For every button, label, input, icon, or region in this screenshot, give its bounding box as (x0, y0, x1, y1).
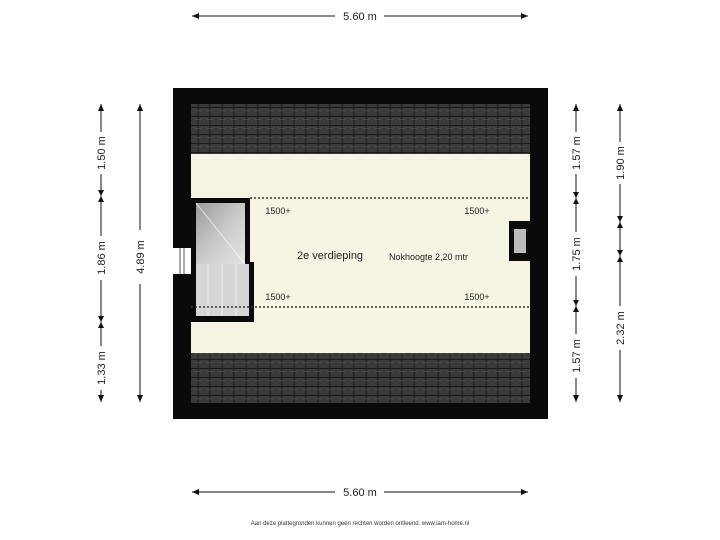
dimension-left-total-label: 4.89 m (135, 240, 147, 274)
roof-slope-top (191, 104, 530, 154)
height-marker: 1500+ (464, 292, 489, 302)
dimension-right-inner-seg-2: 1.75 m (571, 237, 583, 271)
stairwell (191, 198, 254, 322)
dimension-left-seg-1: 1.50 m (96, 136, 108, 170)
ridge-height: Nokhoogte 2,20 mtr (389, 252, 468, 262)
dimension-right-outer-seg-1: 1.90 m (615, 146, 627, 180)
dimension-top: 5.60 m (192, 11, 528, 23)
dimension-right-inner: 1.57 m 1.75 m 1.57 m (569, 104, 583, 402)
dimension-left-seg-3: 1.33 m (96, 351, 108, 385)
dimension-left-segments: 1.50 m 1.86 m 1.33 m (94, 104, 108, 402)
chimney (509, 221, 530, 261)
room-name: 2e verdieping (297, 250, 363, 262)
height-marker: 1500+ (464, 206, 489, 216)
dimension-left-seg-2: 1.86 m (96, 241, 108, 275)
dimension-bottom-label: 5.60 m (343, 487, 377, 499)
dimension-right-outer-seg-2: 2.32 m (615, 311, 627, 345)
height-marker: 1500+ (265, 292, 290, 302)
dimension-right-outer: 1.90 m 2.32 m (613, 104, 627, 402)
height-marker: 1500+ (265, 206, 290, 216)
roof-slope-bottom (191, 353, 530, 403)
dimension-right-inner-seg-3: 1.57 m (571, 339, 583, 373)
dimension-right-inner-seg-1: 1.57 m (571, 136, 583, 170)
window-left (173, 248, 191, 274)
dimension-top-label: 5.60 m (343, 11, 377, 23)
disclaimer-footer: Aan deze plattegronden kunnen geen recht… (250, 521, 470, 527)
dimension-left-total: 4.89 m (135, 104, 147, 402)
dimension-bottom: 5.60 m (192, 487, 528, 499)
